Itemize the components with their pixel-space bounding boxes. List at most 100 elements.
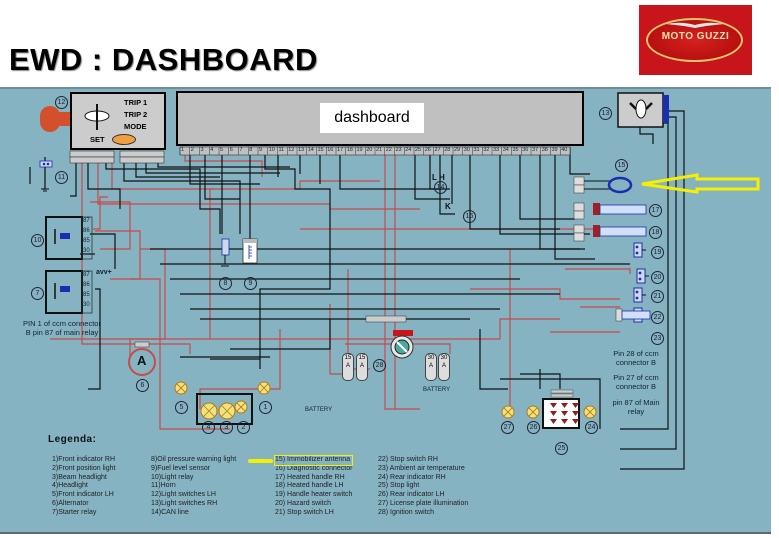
led-icon bbox=[550, 419, 557, 424]
dashboard-unit: dashboard bbox=[176, 91, 584, 146]
moto-guzzi-logo: MOTO GUZZI bbox=[639, 5, 752, 75]
component-number-25: 25 bbox=[555, 442, 568, 455]
legend-item: 18) Heated handle LH bbox=[275, 482, 344, 490]
led-icon bbox=[572, 411, 579, 416]
legend-item: 7)Starter relay bbox=[52, 508, 97, 516]
component-number-16: 16 bbox=[463, 210, 476, 223]
component-number-13: 13 bbox=[599, 107, 612, 120]
heated-handle-rh-17 bbox=[573, 202, 647, 220]
component-number-6: 6 bbox=[136, 379, 149, 392]
legend-item: 1)Front indicator RH bbox=[52, 456, 116, 463]
led-icon bbox=[550, 411, 557, 416]
component-number-18: 18 bbox=[649, 226, 662, 239]
component-number-8: 8 bbox=[219, 277, 232, 290]
component-number-2: 2 bbox=[237, 421, 250, 434]
led-icon bbox=[572, 419, 579, 424]
component-number-14: 14 bbox=[434, 181, 447, 194]
component-number-23: 23 bbox=[651, 332, 664, 345]
legend-item: 22) Stop switch RH bbox=[378, 456, 438, 463]
fuse-30a-1: 30 A bbox=[425, 353, 437, 381]
legend-item: 24) Rear indicator RH bbox=[378, 473, 446, 481]
component-number-28: 28 bbox=[373, 359, 386, 372]
pin27-note: Pin 27 of ccm connector B bbox=[613, 373, 659, 391]
relay-pin-87: 87 bbox=[83, 218, 90, 224]
switch12-connector-c bbox=[119, 150, 165, 158]
dashboard-pin-20: 20 bbox=[366, 147, 373, 153]
light-switch-lh-12: TRIP 1 TRIP 2 MODE SET bbox=[70, 92, 166, 150]
set-label: SET bbox=[90, 135, 105, 144]
dashboard-pin-21: 21 bbox=[376, 147, 383, 153]
fuse-30a-2: 30 A bbox=[438, 353, 450, 381]
stop-light-25 bbox=[542, 389, 580, 429]
dashboard-pin-28: 28 bbox=[444, 147, 451, 153]
mode-label: MODE bbox=[124, 122, 147, 131]
dashboard-pin-27: 27 bbox=[434, 147, 441, 153]
legend-highlight-arrow bbox=[248, 459, 273, 463]
component-number-4: 4 bbox=[202, 421, 215, 434]
battery-label-1: BATTERY bbox=[423, 387, 451, 393]
bulb-icon bbox=[257, 381, 271, 395]
dashboard-pin-8: 8 bbox=[249, 147, 253, 153]
bulb-icon bbox=[174, 381, 188, 395]
led-icon bbox=[561, 419, 568, 424]
dashboard-pin-17: 17 bbox=[337, 147, 344, 153]
legend-item: 16) Diagnostic connector bbox=[275, 464, 353, 472]
legend-item: 5)Front indicator LH bbox=[52, 491, 114, 499]
bulb-icon bbox=[583, 405, 597, 419]
led-icon bbox=[550, 403, 557, 408]
relay7-note: PIN 1 of ccm connector B pin 87 of main … bbox=[23, 319, 101, 337]
dashboard-pin-9: 9 bbox=[259, 147, 263, 153]
bulb-icon bbox=[234, 400, 248, 414]
component-number-20: 20 bbox=[651, 271, 664, 284]
dashboard-pin-29: 29 bbox=[454, 147, 461, 153]
dashboard-pin-4: 4 bbox=[210, 147, 214, 153]
component-number-26: 26 bbox=[527, 421, 540, 434]
fuel-level-sensor-9 bbox=[242, 238, 258, 264]
fuse-15a-1: 15 A bbox=[342, 353, 354, 381]
dashboard-pin-34: 34 bbox=[502, 147, 509, 153]
can-line-labels: L H bbox=[432, 173, 445, 182]
legend-item: 8)Oil pressure warning light bbox=[151, 456, 237, 463]
legend-item: 13)Light switches RH bbox=[151, 499, 218, 507]
bulb-icon bbox=[526, 405, 540, 419]
legend-column-2: 8)Oil pressure warning light 9)Fuel leve… bbox=[151, 456, 236, 518]
dashboard-pin-10: 10 bbox=[268, 147, 275, 153]
dashboard-pin-25: 25 bbox=[415, 147, 422, 153]
relay-pin-86: 86 bbox=[83, 228, 90, 234]
legend-item: 4)Headlight bbox=[52, 482, 88, 490]
dashboard-pin-24: 24 bbox=[405, 147, 412, 153]
dashboard-pin-6: 6 bbox=[229, 147, 233, 153]
legend-item: 21) Stop switch LH bbox=[275, 508, 334, 516]
page-title: EWD : DASHBOARD bbox=[9, 42, 318, 77]
dashboard-label: dashboard bbox=[320, 103, 424, 133]
dashboard-pin-26: 26 bbox=[424, 147, 431, 153]
bulb-icon bbox=[501, 405, 515, 419]
dashboard-pin-33: 33 bbox=[493, 147, 500, 153]
alternator-6 bbox=[128, 341, 156, 376]
legend-item: 25) Stop light bbox=[378, 482, 420, 490]
black-wires bbox=[29, 110, 685, 470]
component-number-15: 15 bbox=[615, 159, 628, 172]
highlight-arrow bbox=[641, 173, 760, 194]
component-number-22: 22 bbox=[651, 311, 664, 324]
set-button-icon bbox=[112, 134, 136, 145]
wiring-diagram bbox=[29, 92, 760, 470]
relay-pin-30: 30 bbox=[83, 302, 90, 308]
component-number-27: 27 bbox=[501, 421, 514, 434]
legend-item: 6)Alternator bbox=[52, 499, 89, 507]
dashboard-pin-15: 15 bbox=[317, 147, 324, 153]
dashboard-pin-14: 14 bbox=[307, 147, 314, 153]
dashboard-pin-39: 39 bbox=[551, 147, 558, 153]
dashboard-pin-16: 16 bbox=[327, 147, 334, 153]
legend-item: 23) Ambient air temperature bbox=[378, 464, 465, 472]
dashboard-pin-13: 13 bbox=[298, 147, 305, 153]
dashboard-pin-23: 23 bbox=[395, 147, 402, 153]
component-number-10: 10 bbox=[31, 234, 44, 247]
legend-item: 19) Handle heater switch bbox=[275, 491, 353, 499]
trip1-label: TRIP 1 bbox=[124, 98, 148, 107]
legend-item: 10)Light relay bbox=[151, 473, 194, 481]
component-number-11: 11 bbox=[55, 171, 68, 184]
light-switch-13 bbox=[617, 92, 669, 128]
component-number-19: 19 bbox=[651, 246, 664, 259]
handlebar-switch-20 bbox=[636, 268, 649, 284]
